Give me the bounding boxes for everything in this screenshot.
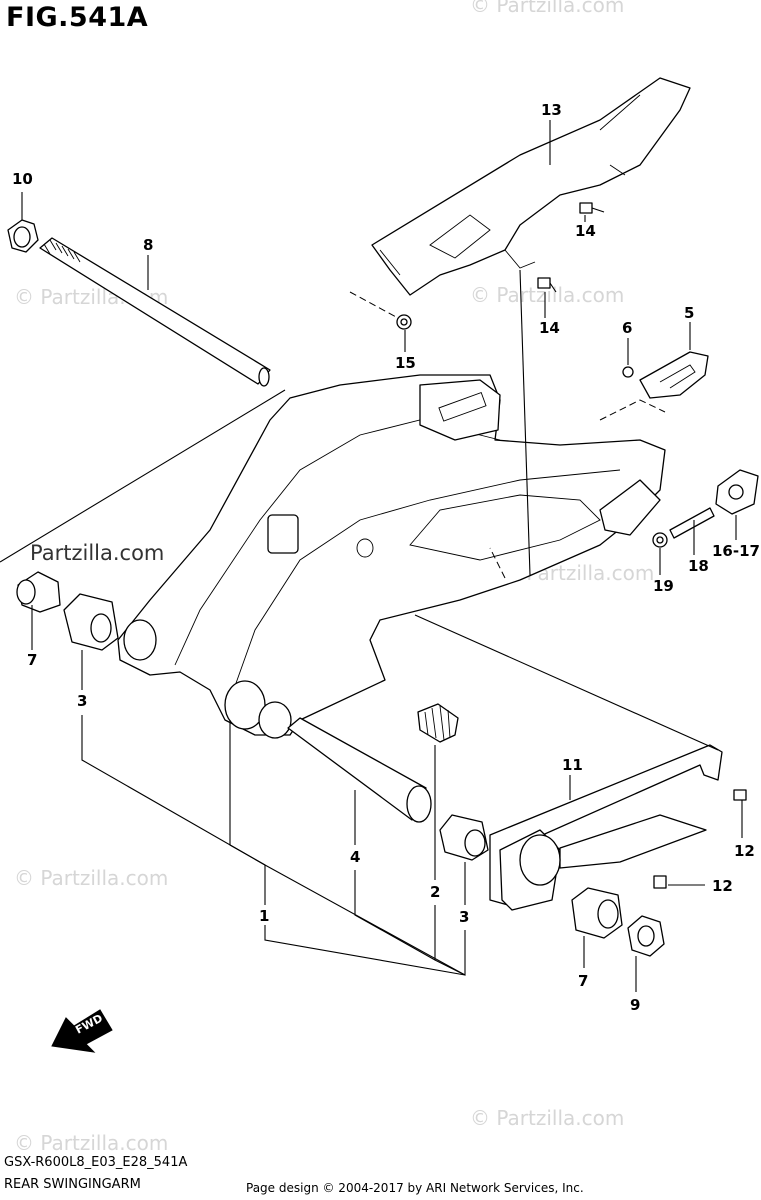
part-15-grommet: [396, 314, 412, 330]
part-11-chain-buffer: [489, 744, 723, 911]
page-credit: Page design © 2004-2017 by ARI Network S…: [246, 1181, 584, 1195]
callout-9: 9: [630, 996, 640, 1014]
part-13-chain-guard: [371, 77, 691, 296]
callout-4: 4: [350, 848, 360, 866]
part-12-bolt-lower: [653, 875, 667, 889]
part-12-bolt-upper: [733, 789, 747, 801]
part-2-bearing: [417, 703, 459, 743]
callout-12: 12: [734, 842, 755, 860]
callout-14: 14: [539, 319, 560, 337]
part-18-adjust-bolt: [669, 507, 715, 539]
part-3-bushing-left: [63, 593, 119, 651]
watermark: © Partzilla.com: [14, 1131, 168, 1155]
part-8-pivot-shaft: [39, 237, 271, 387]
part-10-nut: [7, 219, 39, 253]
part-1-swingarm: [117, 374, 666, 739]
callout-18: 18: [688, 557, 709, 575]
callout-15: 15: [395, 354, 416, 372]
callout-7: 7: [27, 651, 37, 669]
figure-title: FIG.541A: [6, 2, 149, 33]
callout-1: 1: [259, 907, 269, 925]
callout-2: 2: [430, 883, 440, 901]
callout-3: 3: [77, 692, 87, 710]
watermark: © Partzilla.com: [14, 866, 168, 890]
callout-3: 3: [459, 908, 469, 926]
fwd-arrow-icon: FWD: [51, 1009, 113, 1053]
callout-8: 8: [143, 236, 153, 254]
watermark-prominent: Partzilla.com: [30, 541, 164, 565]
part-14-bolt-upper: [579, 202, 605, 214]
callout-13: 13: [541, 101, 562, 119]
part-19-nut: [652, 532, 668, 548]
model-code: GSX-R600L8_E03_E28_541A: [4, 1155, 188, 1170]
callout-7: 7: [578, 972, 588, 990]
callouts: 10 8 13 14 14 15 6 5 16-17 18 19 7 3 4 1…: [12, 101, 760, 1014]
watermark: © Partzilla.com: [470, 0, 624, 17]
callout-12: 12: [712, 877, 733, 895]
part-16-17-adjuster: [715, 469, 759, 515]
callout-6: 6: [622, 319, 632, 337]
part-7-collar-left: [16, 571, 61, 613]
callout-11: 11: [562, 756, 583, 774]
callout-14: 14: [575, 222, 596, 240]
figure-subtitle: REAR SWINGINGARM: [4, 1177, 141, 1192]
callout-16-17: 16-17: [712, 542, 760, 560]
part-9-nut: [627, 915, 665, 957]
part-6-screw: [622, 366, 634, 378]
leader-lines: [0, 120, 743, 992]
callout-19: 19: [653, 577, 674, 595]
part-5-bracket: [639, 351, 709, 399]
part-7-collar-right: [571, 887, 623, 939]
part-3-bushing-right: [439, 814, 489, 861]
dashed-leader: [599, 399, 666, 421]
callout-5: 5: [684, 304, 694, 322]
part-4-pipe: [287, 717, 432, 823]
part-14-bolt-lower: [537, 277, 557, 293]
watermark: © Partzilla.com: [470, 1106, 624, 1130]
callout-10: 10: [12, 170, 33, 188]
